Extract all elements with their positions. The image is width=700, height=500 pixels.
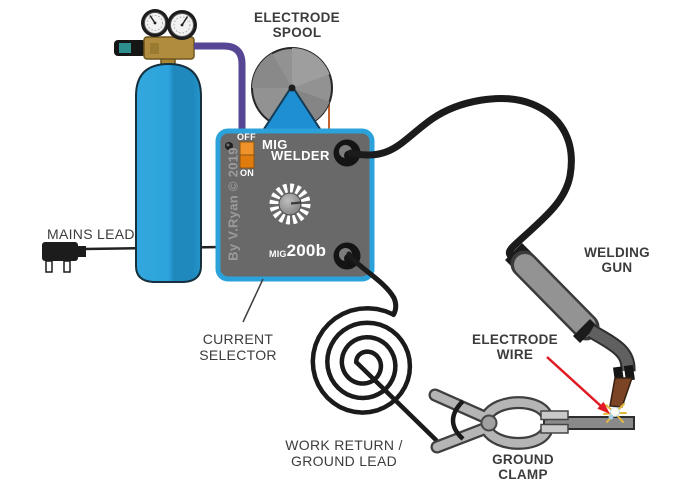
label-ground-clamp: GROUND CLAMP xyxy=(492,452,554,483)
credit-text: By V.Ryan © 2019 xyxy=(225,147,241,261)
pressure-gauge-right xyxy=(167,10,197,40)
gun-collar xyxy=(573,319,597,343)
switch-on-label: ON xyxy=(240,168,255,178)
gas-regulator xyxy=(114,9,197,60)
label-mains-lead: MAINS LEAD xyxy=(47,226,135,242)
label-electrode-wire: ELECTRODE WIRE xyxy=(472,332,558,363)
gas-hose xyxy=(194,42,246,134)
current-selector-dial[interactable] xyxy=(269,183,311,225)
ground-clamp xyxy=(428,388,569,454)
ground-cable-out xyxy=(353,359,439,443)
power-switch[interactable] xyxy=(239,141,255,169)
model-number: 200b xyxy=(286,241,327,260)
gun-nozzle xyxy=(609,377,634,408)
brand-line1: MIG xyxy=(262,137,288,152)
welder-box xyxy=(215,128,375,282)
welding-gun-cable xyxy=(347,95,575,264)
welding-gun xyxy=(505,243,636,408)
switch-off-label: OFF xyxy=(237,132,256,142)
current-selector-pointer-line xyxy=(242,278,264,323)
label-electrode-spool: ELECTRODE SPOOL xyxy=(254,10,340,41)
electrode-spool xyxy=(251,47,333,133)
clamp-pivot xyxy=(480,414,498,432)
gas-cylinder xyxy=(135,51,202,283)
model-prefix: MIG xyxy=(269,249,287,259)
ground-cable-in xyxy=(346,251,399,318)
electrode-wire-arrow xyxy=(546,356,610,414)
brand-line2: WELDER xyxy=(271,148,330,163)
cable-coil xyxy=(310,305,413,415)
label-work-return-ground-lead: WORK RETURN / GROUND LEAD xyxy=(285,437,403,469)
clamp-spring xyxy=(450,399,465,441)
mains-plug xyxy=(42,242,86,273)
label-welding-gun: WELDING GUN xyxy=(584,245,650,276)
label-current-selector: CURRENT SELECTOR xyxy=(199,331,277,363)
pressure-gauge-left xyxy=(141,9,169,37)
